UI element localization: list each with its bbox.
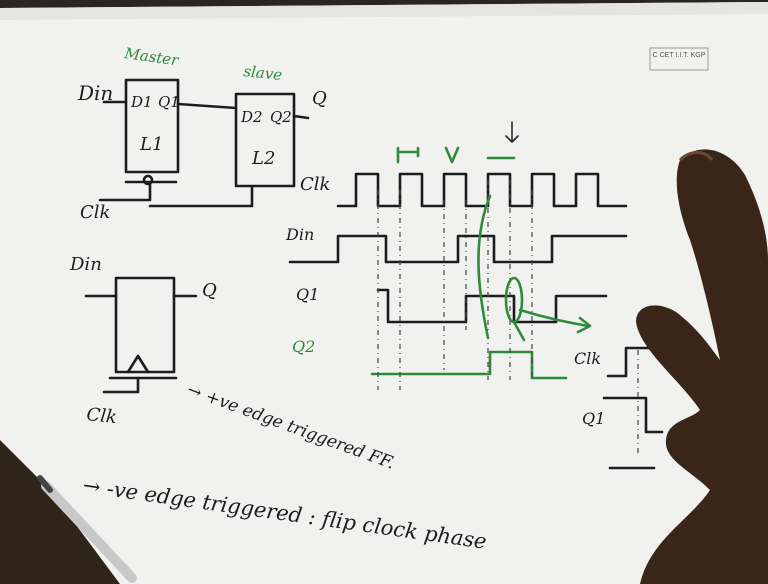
svg-text:C CET I.I.T. KGP: C CET I.I.T. KGP [653, 52, 706, 59]
latch2-q-pin: Q2 [270, 108, 292, 126]
latch1-q-pin: Q1 [158, 93, 180, 111]
symbol-din-label: Din [69, 254, 102, 275]
side-q1-label: Q1 [582, 409, 605, 428]
timing-q1-label: Q1 [296, 285, 319, 304]
latch1-name: L1 [139, 134, 163, 155]
q-out-label: Q [312, 88, 327, 109]
symbol-clk-label: Clk [85, 404, 117, 428]
latch1-d-pin: D1 [130, 93, 153, 111]
timing-din-label: Din [285, 225, 314, 244]
latch2-d-pin: D2 [240, 108, 263, 126]
clk-label: Clk [80, 202, 110, 223]
side-clk-label: Clk [574, 349, 601, 368]
latch2-name: L2 [251, 148, 275, 169]
symbol-q-label: Q [202, 280, 217, 301]
timing-clk-label: Clk [300, 174, 330, 195]
timing-q2-label: Q2 [292, 337, 315, 356]
